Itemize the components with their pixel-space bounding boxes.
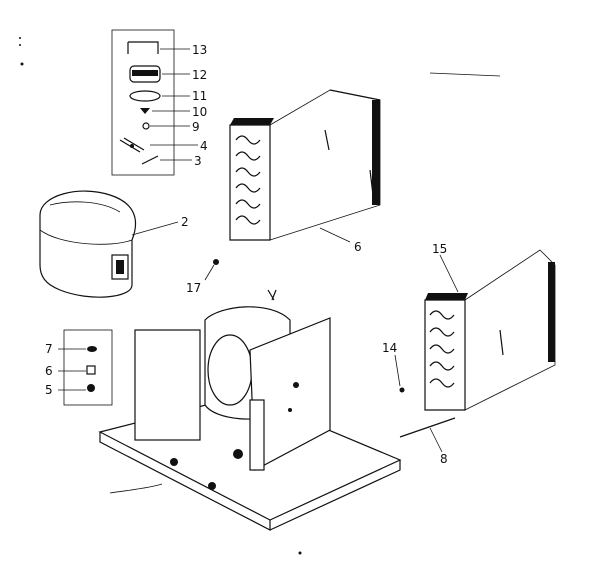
hardware-panel	[58, 329, 113, 406]
margin-marks	[19, 37, 501, 77]
part-11-gasket	[129, 90, 161, 102]
callout-6-coil: 6	[354, 240, 362, 254]
part-13-bracket	[127, 41, 159, 54]
compressor	[39, 190, 179, 298]
part-8-rod	[399, 417, 456, 453]
part-3-screw	[141, 155, 159, 165]
callout-12: 12	[192, 68, 207, 82]
part-9-washer	[142, 122, 150, 130]
base-assembly	[98, 289, 402, 555]
callout-10: 10	[192, 105, 207, 119]
condenser-coil	[424, 249, 556, 411]
callout-11: 11	[192, 89, 207, 103]
callout-4: 4	[200, 139, 208, 153]
partition-panel	[134, 329, 201, 441]
callout-9: 9	[192, 120, 200, 134]
part-10-nut	[140, 108, 150, 114]
callout-6-panel: 6	[45, 364, 53, 378]
callout-15: 15	[432, 242, 447, 256]
callout-8: 8	[440, 452, 448, 466]
part-14-screw	[394, 354, 405, 393]
callout-7: 7	[45, 342, 53, 356]
callout-5: 5	[45, 383, 53, 397]
callout-13: 13	[192, 43, 207, 57]
callout-labels: 13 12 11 10 9 4 3 2 6 17 15 14 8 7 6 5	[45, 43, 448, 466]
small-parts-panel	[111, 29, 198, 176]
callout-3: 3	[194, 154, 202, 168]
part-17-screw	[204, 259, 219, 281]
evaporator-coil	[229, 89, 381, 243]
callout-2: 2	[181, 215, 189, 229]
callout-14: 14	[382, 341, 397, 355]
callout-17: 17	[186, 281, 201, 295]
